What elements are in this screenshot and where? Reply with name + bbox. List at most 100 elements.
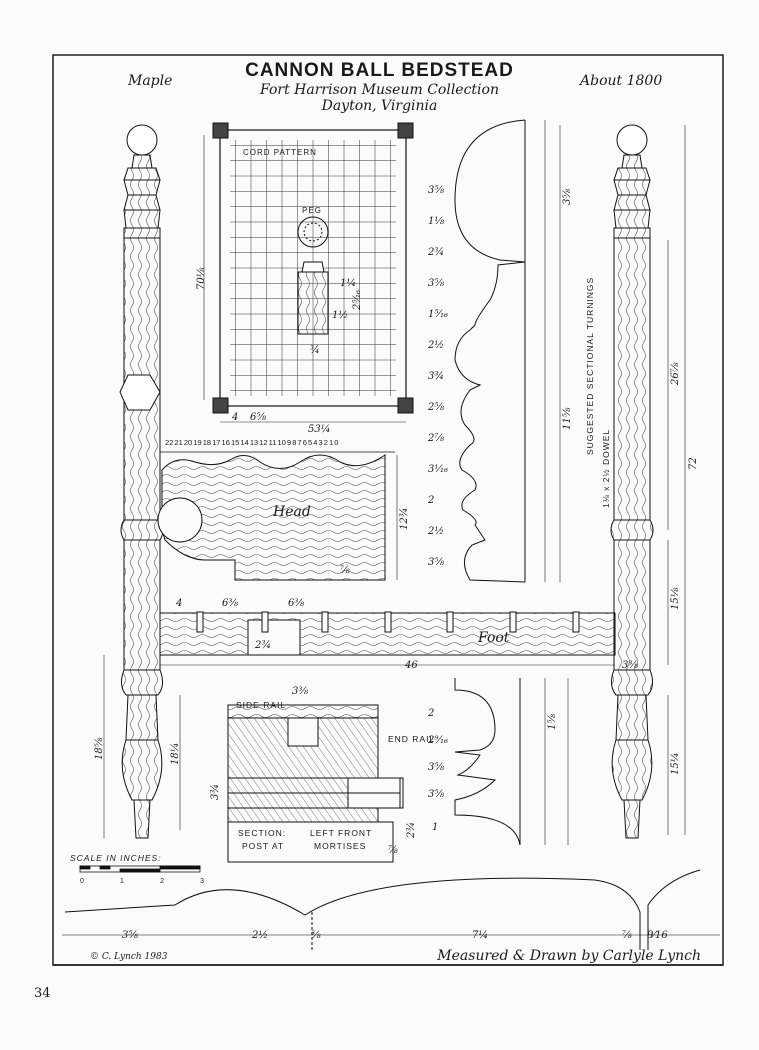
collection-name: Fort Harrison Museum Collection — [260, 82, 499, 98]
wood-type: Maple — [128, 73, 173, 89]
rail-pin — [446, 611, 454, 633]
dim-4a: 4 — [232, 412, 239, 423]
head-label: Head — [273, 504, 311, 520]
dim-11: 11⅝ — [562, 407, 573, 430]
dim-tb5: ⅞ — [622, 930, 632, 941]
turning-dim: 1⁵⁄₁₆ — [428, 309, 449, 320]
dim-18b: 18¼ — [170, 742, 181, 765]
peg-drawing — [297, 216, 329, 335]
bottom-rail-profile — [62, 869, 720, 950]
rail-pin — [572, 611, 580, 633]
dim-33: 3⅜ — [622, 660, 639, 671]
turning-dim: 3⅝ — [428, 557, 445, 568]
dim-2-16: 2⁵⁄₁₆ — [352, 289, 363, 310]
scale-tick-0: 0 — [80, 878, 85, 885]
dim-26: 26⅞ — [670, 362, 681, 385]
dim-23: 2¾ — [255, 640, 272, 651]
left-post — [119, 124, 164, 839]
section-label-1: SECTION: — [238, 828, 287, 838]
dim-sec2: 3¾ — [210, 783, 221, 800]
side-rail-label: SIDE RAIL — [236, 700, 287, 710]
end-rail-label: END RAIL — [388, 734, 436, 744]
turning-dim: 2½ — [428, 526, 445, 537]
page-title: CANNON BALL BEDSTEAD — [245, 60, 514, 81]
cord-pattern-frame — [212, 122, 414, 414]
dim-53: 53¼ — [308, 424, 331, 435]
scale-tick-1: 1 — [120, 878, 125, 885]
dim-63: 6⅜ — [222, 598, 239, 609]
rail-pin — [321, 611, 329, 633]
dim-tb2: 2½ — [252, 930, 269, 941]
mortise-label-2: MORTISES — [314, 841, 367, 851]
cord-pattern-label: CORD PATTERN — [243, 148, 317, 157]
dim-46: 46 — [405, 660, 418, 671]
section-label-2: POST AT — [242, 841, 285, 851]
turning-dim: 2 — [428, 708, 435, 719]
dim-tb1: 3⅝ — [122, 930, 139, 941]
turning-dim: 3⅝ — [428, 789, 445, 800]
turning-dim: 3⅝ — [428, 185, 445, 196]
scale-label: SCALE IN INCHES: — [70, 853, 162, 863]
dim-63b: 6⅜ — [288, 598, 305, 609]
turning-dim: 2¾ — [428, 247, 445, 258]
turning-dim: 3¾ — [428, 371, 445, 382]
dim-72: 72 — [688, 457, 699, 470]
page-number: 34 — [34, 986, 51, 1001]
turning-dim: 1⅛ — [428, 216, 445, 227]
dim-tb3: ⅜ — [311, 930, 321, 941]
dimension-lines — [103, 120, 686, 845]
rail-pin — [509, 611, 517, 633]
dim-sec4: 1 — [432, 822, 439, 833]
turning-profile — [454, 119, 526, 583]
dim-6a: 6⅝ — [250, 412, 267, 423]
date-label: About 1800 — [580, 73, 663, 89]
turning-dim: 2⅞ — [428, 433, 445, 444]
dim-tb6: 9⁄16 — [647, 930, 668, 941]
dim-18a: 18⅝ — [94, 737, 105, 760]
location: Dayton, Virginia — [321, 98, 438, 114]
dim-sec1: 3⅜ — [292, 686, 309, 697]
mortise-label-1: LEFT FRONT — [310, 828, 373, 838]
dim-12: 12¾ — [399, 507, 410, 530]
right-post — [610, 124, 654, 839]
dim-sec3: 2¾ — [406, 821, 417, 838]
credit-line: Measured & Drawn by Carlyle Lynch — [437, 948, 701, 964]
turning-dim: 2 — [428, 495, 435, 506]
suggested-turnings-label: SUGGESTED SECTIONAL TURNINGS — [585, 276, 595, 455]
dim-1-2: 1½ — [332, 310, 349, 321]
dim-sec5: ⅞ — [388, 845, 398, 856]
dowel-label: 1⅛ x 2½ DOWEL — [601, 428, 611, 508]
rail-pin — [384, 611, 392, 633]
rail-pins — [196, 611, 580, 633]
head-ruler: 22 21 20 19 18 17 16 15 14 13 12 11 10 9… — [165, 438, 339, 447]
scale-tick-3: 3 — [200, 878, 205, 885]
dim-70: 70⅛ — [196, 267, 207, 290]
lower-turning-profile — [454, 678, 521, 846]
rail-pin — [196, 611, 204, 633]
scale-tick-2: 2 — [160, 878, 165, 885]
turning-dim: 2⅝ — [428, 402, 445, 413]
turning-dim: 3¹⁄₁₆ — [428, 464, 449, 475]
turning-dim: 2⁹⁄₁₆ — [428, 735, 449, 746]
copyright: © C. Lynch 1983 — [90, 952, 168, 962]
dim-15b: 15¼ — [670, 752, 681, 775]
scale-ticks: 0 1 2 3 — [80, 876, 205, 888]
turning-dim: 2½ — [428, 340, 445, 351]
dim-38: 3⅝ — [562, 188, 573, 205]
foot-label: Foot — [478, 630, 510, 646]
scale-bar — [79, 865, 201, 873]
dim-7-8: ⅞ — [340, 565, 350, 576]
turning-dim: 3⅝ — [428, 278, 445, 289]
dim-sec6: 1⅝ — [547, 713, 558, 730]
headboard — [157, 451, 395, 581]
dim-15a: 15⅛ — [670, 587, 681, 610]
rail-pin — [261, 611, 269, 633]
dim-4b: 4 — [176, 598, 183, 609]
dim-3-4: ¾ — [310, 345, 320, 356]
dim-tb4: 7¼ — [472, 930, 489, 941]
turning-dim: 3⅝ — [428, 762, 445, 773]
peg-label: PEG — [302, 206, 322, 215]
dim-1-4: 1¼ — [340, 278, 357, 289]
section-drawing — [227, 704, 404, 863]
